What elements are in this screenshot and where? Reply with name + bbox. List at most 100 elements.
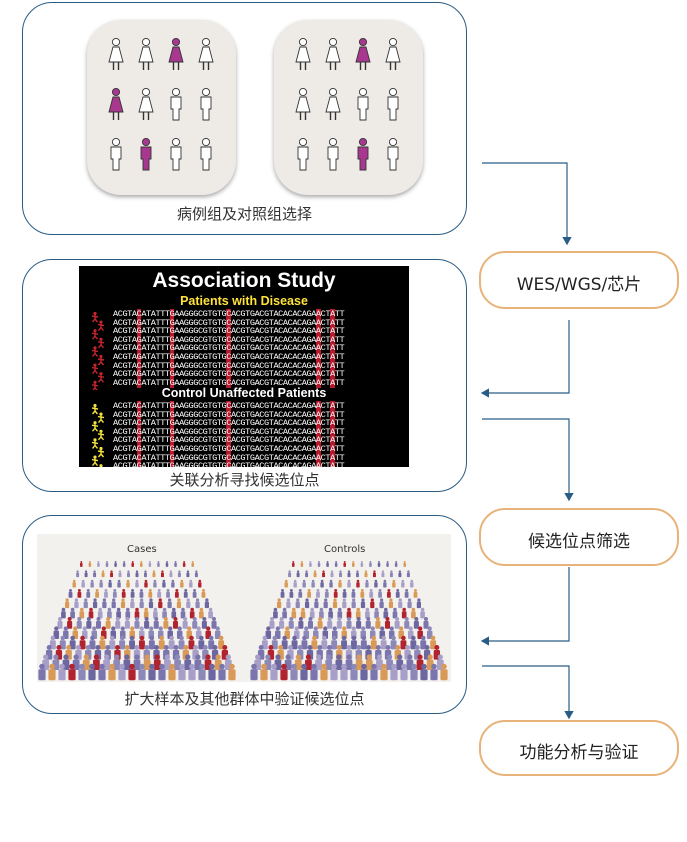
person-figure bbox=[194, 570, 198, 578]
person-figure bbox=[182, 617, 188, 629]
person-figure bbox=[214, 626, 221, 640]
sequence-row: ACGTACATATTTGAAGGGCGTGTGCACGTGACGTACACAC… bbox=[113, 435, 345, 446]
step-functional-analysis: 功能分析与验证 bbox=[479, 720, 679, 776]
person-figure bbox=[76, 617, 82, 629]
person-figure bbox=[307, 589, 312, 598]
person-figure bbox=[122, 561, 126, 567]
person-figure bbox=[134, 607, 140, 619]
person-figure bbox=[314, 598, 319, 609]
stick-figure-icon bbox=[97, 320, 105, 332]
person-figure bbox=[189, 579, 193, 588]
person-figure bbox=[115, 617, 121, 629]
association-study-title: Association Study bbox=[152, 269, 336, 292]
person-figure bbox=[333, 589, 338, 598]
crowd-icons bbox=[38, 561, 448, 681]
person-figure bbox=[113, 654, 121, 670]
person-figure bbox=[174, 589, 179, 598]
person-figure bbox=[440, 663, 448, 681]
control-person-icon bbox=[295, 87, 311, 120]
person-figure bbox=[93, 654, 100, 670]
person-figure bbox=[395, 589, 400, 598]
case-person-icon bbox=[140, 137, 152, 171]
person-figure bbox=[346, 617, 352, 629]
person-figure bbox=[260, 663, 268, 681]
person-figure bbox=[280, 663, 288, 681]
person-figure bbox=[360, 635, 367, 650]
person-figure bbox=[118, 570, 122, 578]
person-figure bbox=[176, 598, 182, 609]
person-figure bbox=[335, 654, 343, 670]
step-sequencing-label: WES/WGS/芯片 bbox=[516, 275, 642, 295]
person-figure bbox=[99, 579, 103, 588]
sequence-row: ACGTAGATATTTGAAGGGCGTGTGCACGTGACGTACACAC… bbox=[113, 369, 345, 380]
person-figure bbox=[339, 570, 342, 578]
controls-crowd bbox=[250, 561, 448, 681]
person-figure bbox=[124, 617, 130, 629]
person-figure bbox=[88, 561, 92, 567]
person-figure bbox=[282, 607, 287, 619]
person-figure bbox=[334, 561, 338, 567]
person-figure bbox=[48, 663, 56, 681]
person-figure bbox=[284, 579, 288, 588]
panel-association-study: Association Study Patients with Disease … bbox=[22, 259, 467, 492]
person-figure bbox=[191, 561, 194, 567]
control-person-icon bbox=[357, 87, 369, 121]
person-figure bbox=[98, 663, 106, 681]
person-figure bbox=[301, 635, 308, 650]
person-figure bbox=[400, 663, 408, 681]
person-figure bbox=[118, 663, 126, 681]
stick-figure-icon bbox=[97, 337, 105, 349]
validation-crowd-figure: Cases Controls bbox=[37, 534, 451, 682]
person-figure bbox=[400, 635, 407, 650]
sequence-row: ACGTAGATATTTGAAGGGCGTGTGCACGTGACGTACACAC… bbox=[113, 334, 345, 345]
person-figure bbox=[80, 561, 83, 567]
person-figure bbox=[374, 607, 379, 619]
person-figure bbox=[370, 663, 378, 681]
case-person-icon bbox=[138, 87, 154, 120]
person-figure bbox=[76, 570, 80, 578]
person-figure bbox=[411, 607, 416, 619]
person-figure bbox=[169, 570, 173, 578]
person-figure bbox=[376, 654, 383, 670]
person-figure bbox=[152, 570, 156, 578]
person-figure bbox=[138, 635, 145, 650]
person-figure bbox=[360, 663, 368, 681]
stick-figure-icon bbox=[91, 403, 99, 415]
person-figure bbox=[128, 663, 136, 681]
person-figure bbox=[355, 654, 363, 670]
person-figure bbox=[131, 561, 134, 567]
person-figure bbox=[148, 589, 153, 598]
person-figure bbox=[153, 617, 159, 629]
case-person-icon bbox=[200, 137, 212, 171]
person-figure bbox=[300, 561, 304, 567]
person-figure bbox=[167, 598, 172, 609]
cases-label: Cases bbox=[127, 544, 157, 555]
sequence-row: ACGTACATATTTGAAGGGCGTGTGCACGTGACGTACACAC… bbox=[113, 309, 345, 319]
person-figure bbox=[153, 607, 158, 619]
person-figure bbox=[105, 617, 111, 629]
person-figure bbox=[343, 561, 346, 567]
person-figure bbox=[110, 570, 114, 578]
person-figure bbox=[61, 607, 66, 619]
person-figure bbox=[407, 598, 412, 609]
person-figure bbox=[372, 570, 376, 578]
person-figure bbox=[350, 635, 357, 650]
person-figure bbox=[365, 579, 369, 588]
person-figure bbox=[88, 607, 94, 619]
step-candidate-screening-label: 候选位点筛选 bbox=[528, 532, 630, 552]
stick-figure-icon bbox=[91, 329, 99, 340]
person-figure bbox=[250, 663, 258, 681]
person-figure bbox=[381, 570, 385, 578]
person-figure bbox=[307, 617, 314, 629]
person-figure bbox=[188, 663, 196, 681]
person-figure bbox=[317, 561, 321, 567]
person-figure bbox=[208, 663, 216, 681]
control-person-icon bbox=[387, 137, 399, 171]
person-figure bbox=[88, 663, 96, 681]
person-figure bbox=[315, 654, 322, 670]
person-figure bbox=[163, 617, 169, 629]
person-figure bbox=[171, 607, 177, 619]
person-figure bbox=[291, 635, 298, 650]
person-figure bbox=[130, 589, 135, 598]
person-figure bbox=[105, 561, 109, 567]
